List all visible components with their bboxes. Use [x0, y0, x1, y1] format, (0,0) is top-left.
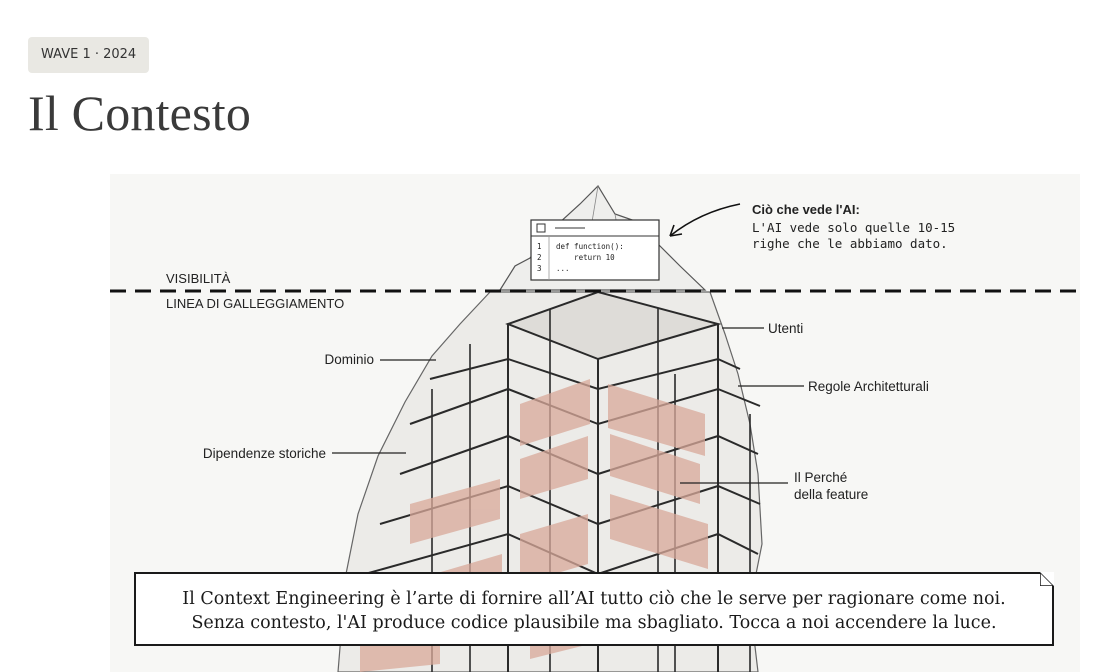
page-title: Il Contesto [28, 85, 252, 141]
label-dipendenze: Dipendenze storiche [203, 446, 326, 461]
ai-view-title: Ciò che vede l'AI: [752, 202, 860, 217]
label-perche-line-1: Il Perché [794, 470, 847, 485]
label-perche-line-2: della feature [794, 487, 868, 502]
code-line-number-1: 1 [537, 242, 542, 251]
waterline-label: LINEA DI GALLEGGIAMENTO [166, 296, 344, 311]
code-window: 1 2 3 def function(): return 10 ... [530, 219, 660, 281]
code-line-1: def function(): [556, 242, 624, 251]
ai-view-arrow [669, 203, 741, 237]
label-regole: Regole Architetturali [808, 379, 929, 394]
caption-line-2: Senza contesto, l'AI produce codice plau… [191, 613, 997, 633]
code-line-3: ... [556, 264, 570, 273]
window-square-icon [536, 223, 546, 233]
caption-box: Il Context Engineering è l’arte di forni… [134, 572, 1054, 646]
label-utenti: Utenti [768, 321, 803, 336]
ai-view-line-1: L'AI vede solo quelle 10-15 [752, 220, 955, 235]
code-line-number-3: 3 [537, 264, 542, 273]
wave-badge: WAVE 1 · 2024 [28, 37, 150, 73]
code-line-2: return 10 [556, 253, 615, 262]
ai-view-line-2: righe che le abbiamo dato. [752, 236, 948, 251]
page-fold-icon [1040, 572, 1054, 586]
caption-line-1: Il Context Engineering è l’arte di forni… [182, 589, 1006, 609]
visibility-label: VISIBILITÀ [166, 271, 231, 286]
code-line-number-2: 2 [537, 253, 542, 262]
label-dominio: Dominio [324, 352, 374, 367]
